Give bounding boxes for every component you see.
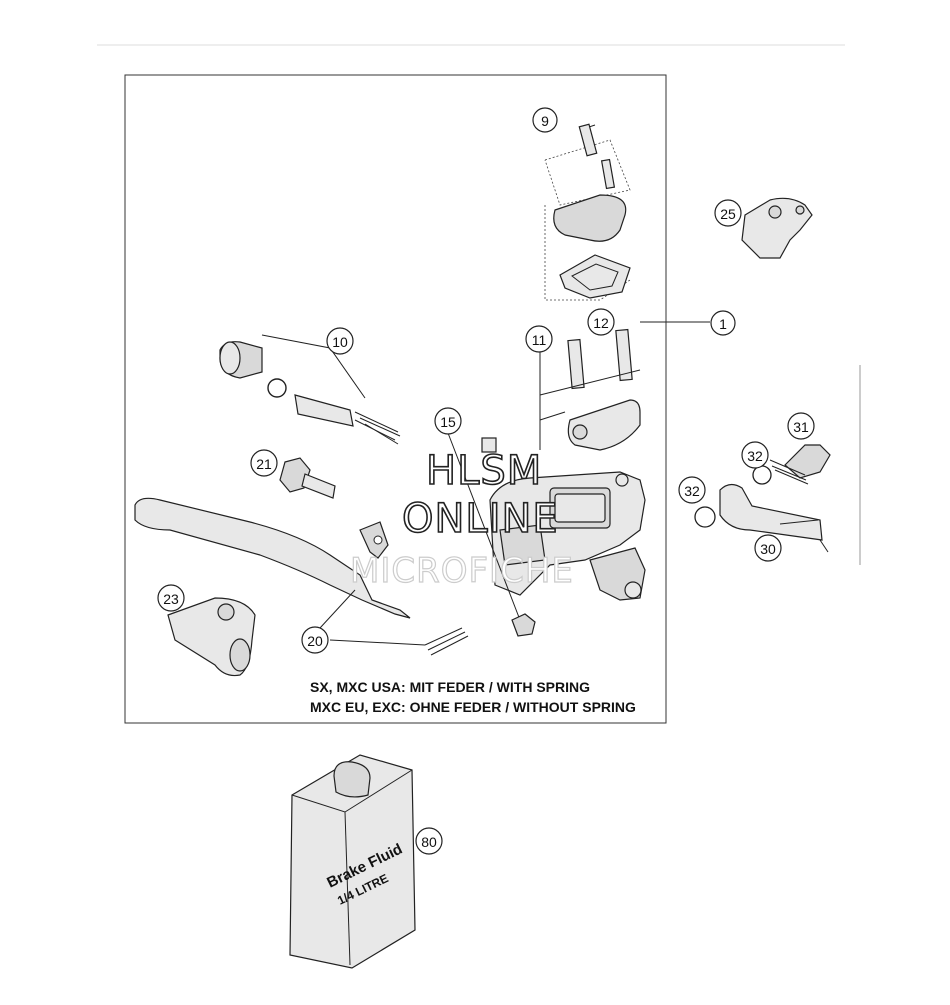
svg-text:32: 32	[747, 448, 763, 464]
callout-15: 15	[434, 407, 462, 435]
svg-text:32: 32	[684, 483, 700, 499]
callout-32-upper: 32	[741, 441, 769, 469]
svg-text:9: 9	[541, 113, 549, 129]
adjuster-part-23	[167, 597, 256, 677]
watermark-microfiche: MICROFICHE	[350, 551, 574, 591]
callout-20: 20	[301, 626, 329, 654]
callout-31: 31	[787, 412, 815, 440]
brake-hose-group	[694, 444, 831, 553]
svg-text:80: 80	[421, 834, 437, 850]
svg-text:21: 21	[256, 456, 272, 472]
svg-text:11: 11	[532, 332, 547, 348]
bleeder-part-21	[279, 457, 336, 499]
screw-part-15	[447, 432, 536, 637]
svg-text:31: 31	[793, 419, 809, 435]
svg-text:30: 30	[760, 541, 776, 557]
callout-80: 80	[415, 827, 443, 855]
callout-12: 12	[587, 308, 615, 336]
callout-11: 11	[525, 325, 553, 353]
watermark-online: ONLINE	[402, 496, 559, 542]
svg-text:20: 20	[307, 633, 323, 649]
svg-text:1: 1	[719, 316, 727, 332]
svg-text:23: 23	[163, 591, 179, 607]
watermark-hlsm: HLSM	[426, 448, 542, 494]
callout-23: 23	[157, 584, 185, 612]
brake-fluid-bottle: Brake Fluid 1/4 LITRE	[289, 754, 416, 969]
callout-32-lower: 32	[678, 476, 706, 504]
callout-10: 10	[326, 327, 354, 355]
svg-text:15: 15	[440, 414, 456, 430]
callout-1: 1	[710, 310, 736, 336]
svg-text:25: 25	[720, 206, 736, 222]
brake-lever-20	[134, 497, 469, 656]
bracket-part-25	[741, 197, 813, 259]
reservoir-cover-group	[544, 123, 631, 301]
callout-9: 9	[532, 107, 558, 133]
note-with-spring: SX, MXC USA: MIT FEDER / WITH SPRING	[310, 679, 590, 695]
callout-21: 21	[250, 449, 278, 477]
svg-text:10: 10	[332, 334, 348, 350]
svg-text:12: 12	[593, 315, 609, 331]
callout-30: 30	[754, 534, 782, 562]
piston-kit-10	[219, 334, 401, 445]
note-without-spring: MXC EU, EXC: OHNE FEDER / WITHOUT SPRING	[310, 699, 636, 715]
master-cylinder-body	[489, 471, 646, 601]
clamp-group	[539, 328, 641, 451]
assembly-frame	[124, 74, 667, 724]
callout-25: 25	[714, 199, 742, 227]
